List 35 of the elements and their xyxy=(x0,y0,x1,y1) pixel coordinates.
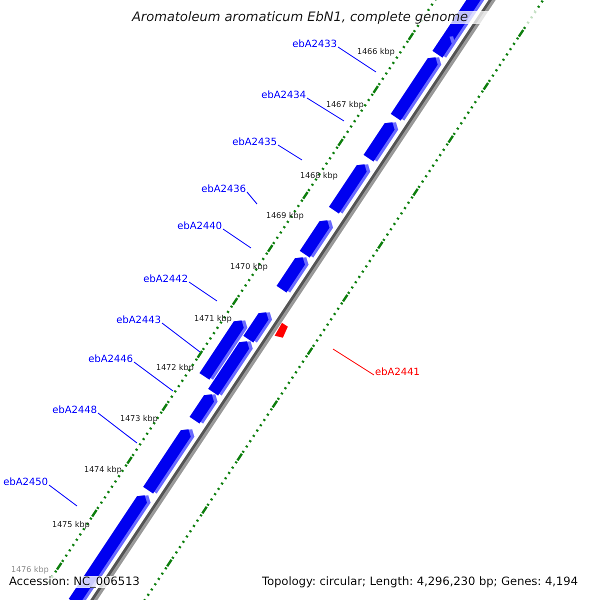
leader-line xyxy=(222,228,252,248)
leader-line xyxy=(278,144,302,160)
scale-label: 1470 kbp xyxy=(230,263,268,271)
leader-line xyxy=(134,362,174,392)
scale-label: 1466 kbp xyxy=(357,48,395,56)
footer-text: Accession: NC_006513 xyxy=(9,576,140,588)
gene-label: ebA2436 xyxy=(201,185,246,195)
gene-label: ebA2433 xyxy=(292,40,337,50)
scale-label: 1468 kbp xyxy=(300,172,338,180)
leader-line xyxy=(48,484,78,506)
scale-label: 1472 kbp xyxy=(156,364,194,372)
gene-label: ebA2435 xyxy=(232,138,277,148)
leader-line xyxy=(246,192,258,204)
footer-text: Topology: circular; Length: 4,296,230 bp; Genes: 4,194 xyxy=(262,576,578,588)
gene-label: ebA2442 xyxy=(143,275,188,285)
scale-label: 1467 kbp xyxy=(326,101,364,109)
leader-line xyxy=(162,322,200,352)
leader-line xyxy=(338,46,376,72)
gene-label: ebA2440 xyxy=(177,222,222,232)
scale-label: 1476 kbp xyxy=(11,566,49,574)
leader-line xyxy=(332,348,374,376)
leader-line xyxy=(306,98,344,122)
leader-line xyxy=(98,412,138,444)
scale-label: 1473 kbp xyxy=(120,415,158,423)
gene-label: ebA2434 xyxy=(261,91,306,101)
gene-label: ebA2441 xyxy=(375,368,420,378)
gene-label: ebA2446 xyxy=(88,355,133,365)
leader-line xyxy=(188,282,218,302)
scale-label: 1471 kbp xyxy=(194,315,232,323)
gene-label: ebA2450 xyxy=(3,478,48,488)
gene-label: ebA2443 xyxy=(116,316,161,326)
scale-label: 1475 kbp xyxy=(52,521,90,529)
scale-label: 1474 kbp xyxy=(84,466,122,474)
gene-label: ebA2448 xyxy=(52,406,97,416)
scale-label: 1469 kbp xyxy=(266,212,304,220)
